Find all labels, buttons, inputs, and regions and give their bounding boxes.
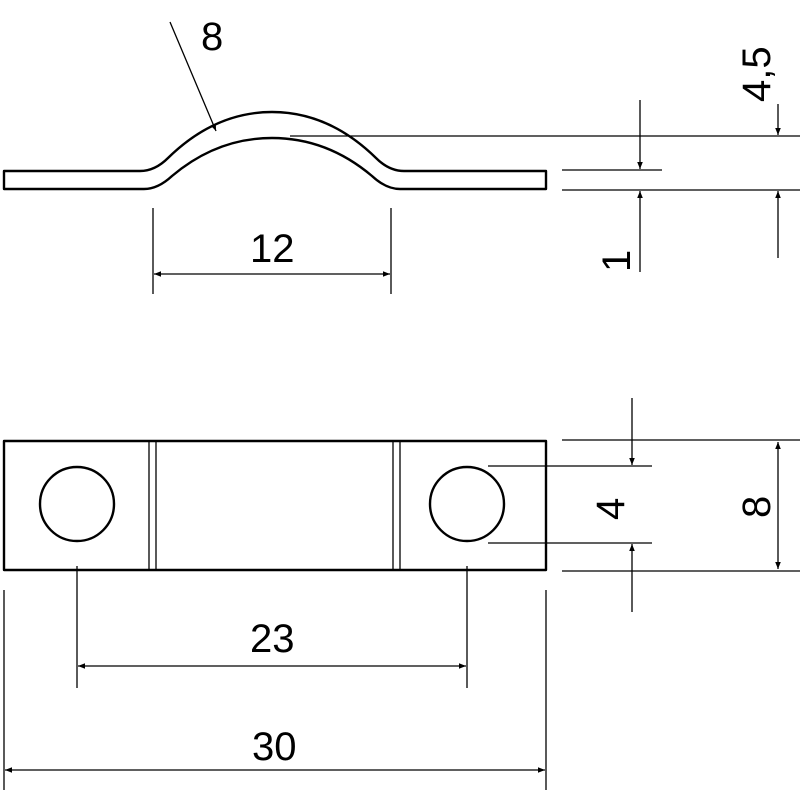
radius-leader xyxy=(169,21,217,132)
height-label: 4,5 xyxy=(735,46,779,102)
clip-top-outline xyxy=(2,439,548,572)
top-view: 4 8 23 30 xyxy=(2,398,800,790)
hole-diameter-label: 4 xyxy=(589,498,633,520)
width-label: 8 xyxy=(735,496,779,518)
mounting-hole-right xyxy=(428,465,506,543)
mounting-hole-left xyxy=(38,465,116,543)
thickness-label: 1 xyxy=(595,250,639,272)
radius-label: 8 xyxy=(201,15,223,59)
arch-width-label: 12 xyxy=(250,227,295,271)
overall-length-label: 30 xyxy=(252,725,297,769)
side-view: 8 12 1 4,5 xyxy=(2,15,800,294)
clip-side-outline xyxy=(2,110,548,191)
hole-spacing-label: 23 xyxy=(250,617,295,661)
